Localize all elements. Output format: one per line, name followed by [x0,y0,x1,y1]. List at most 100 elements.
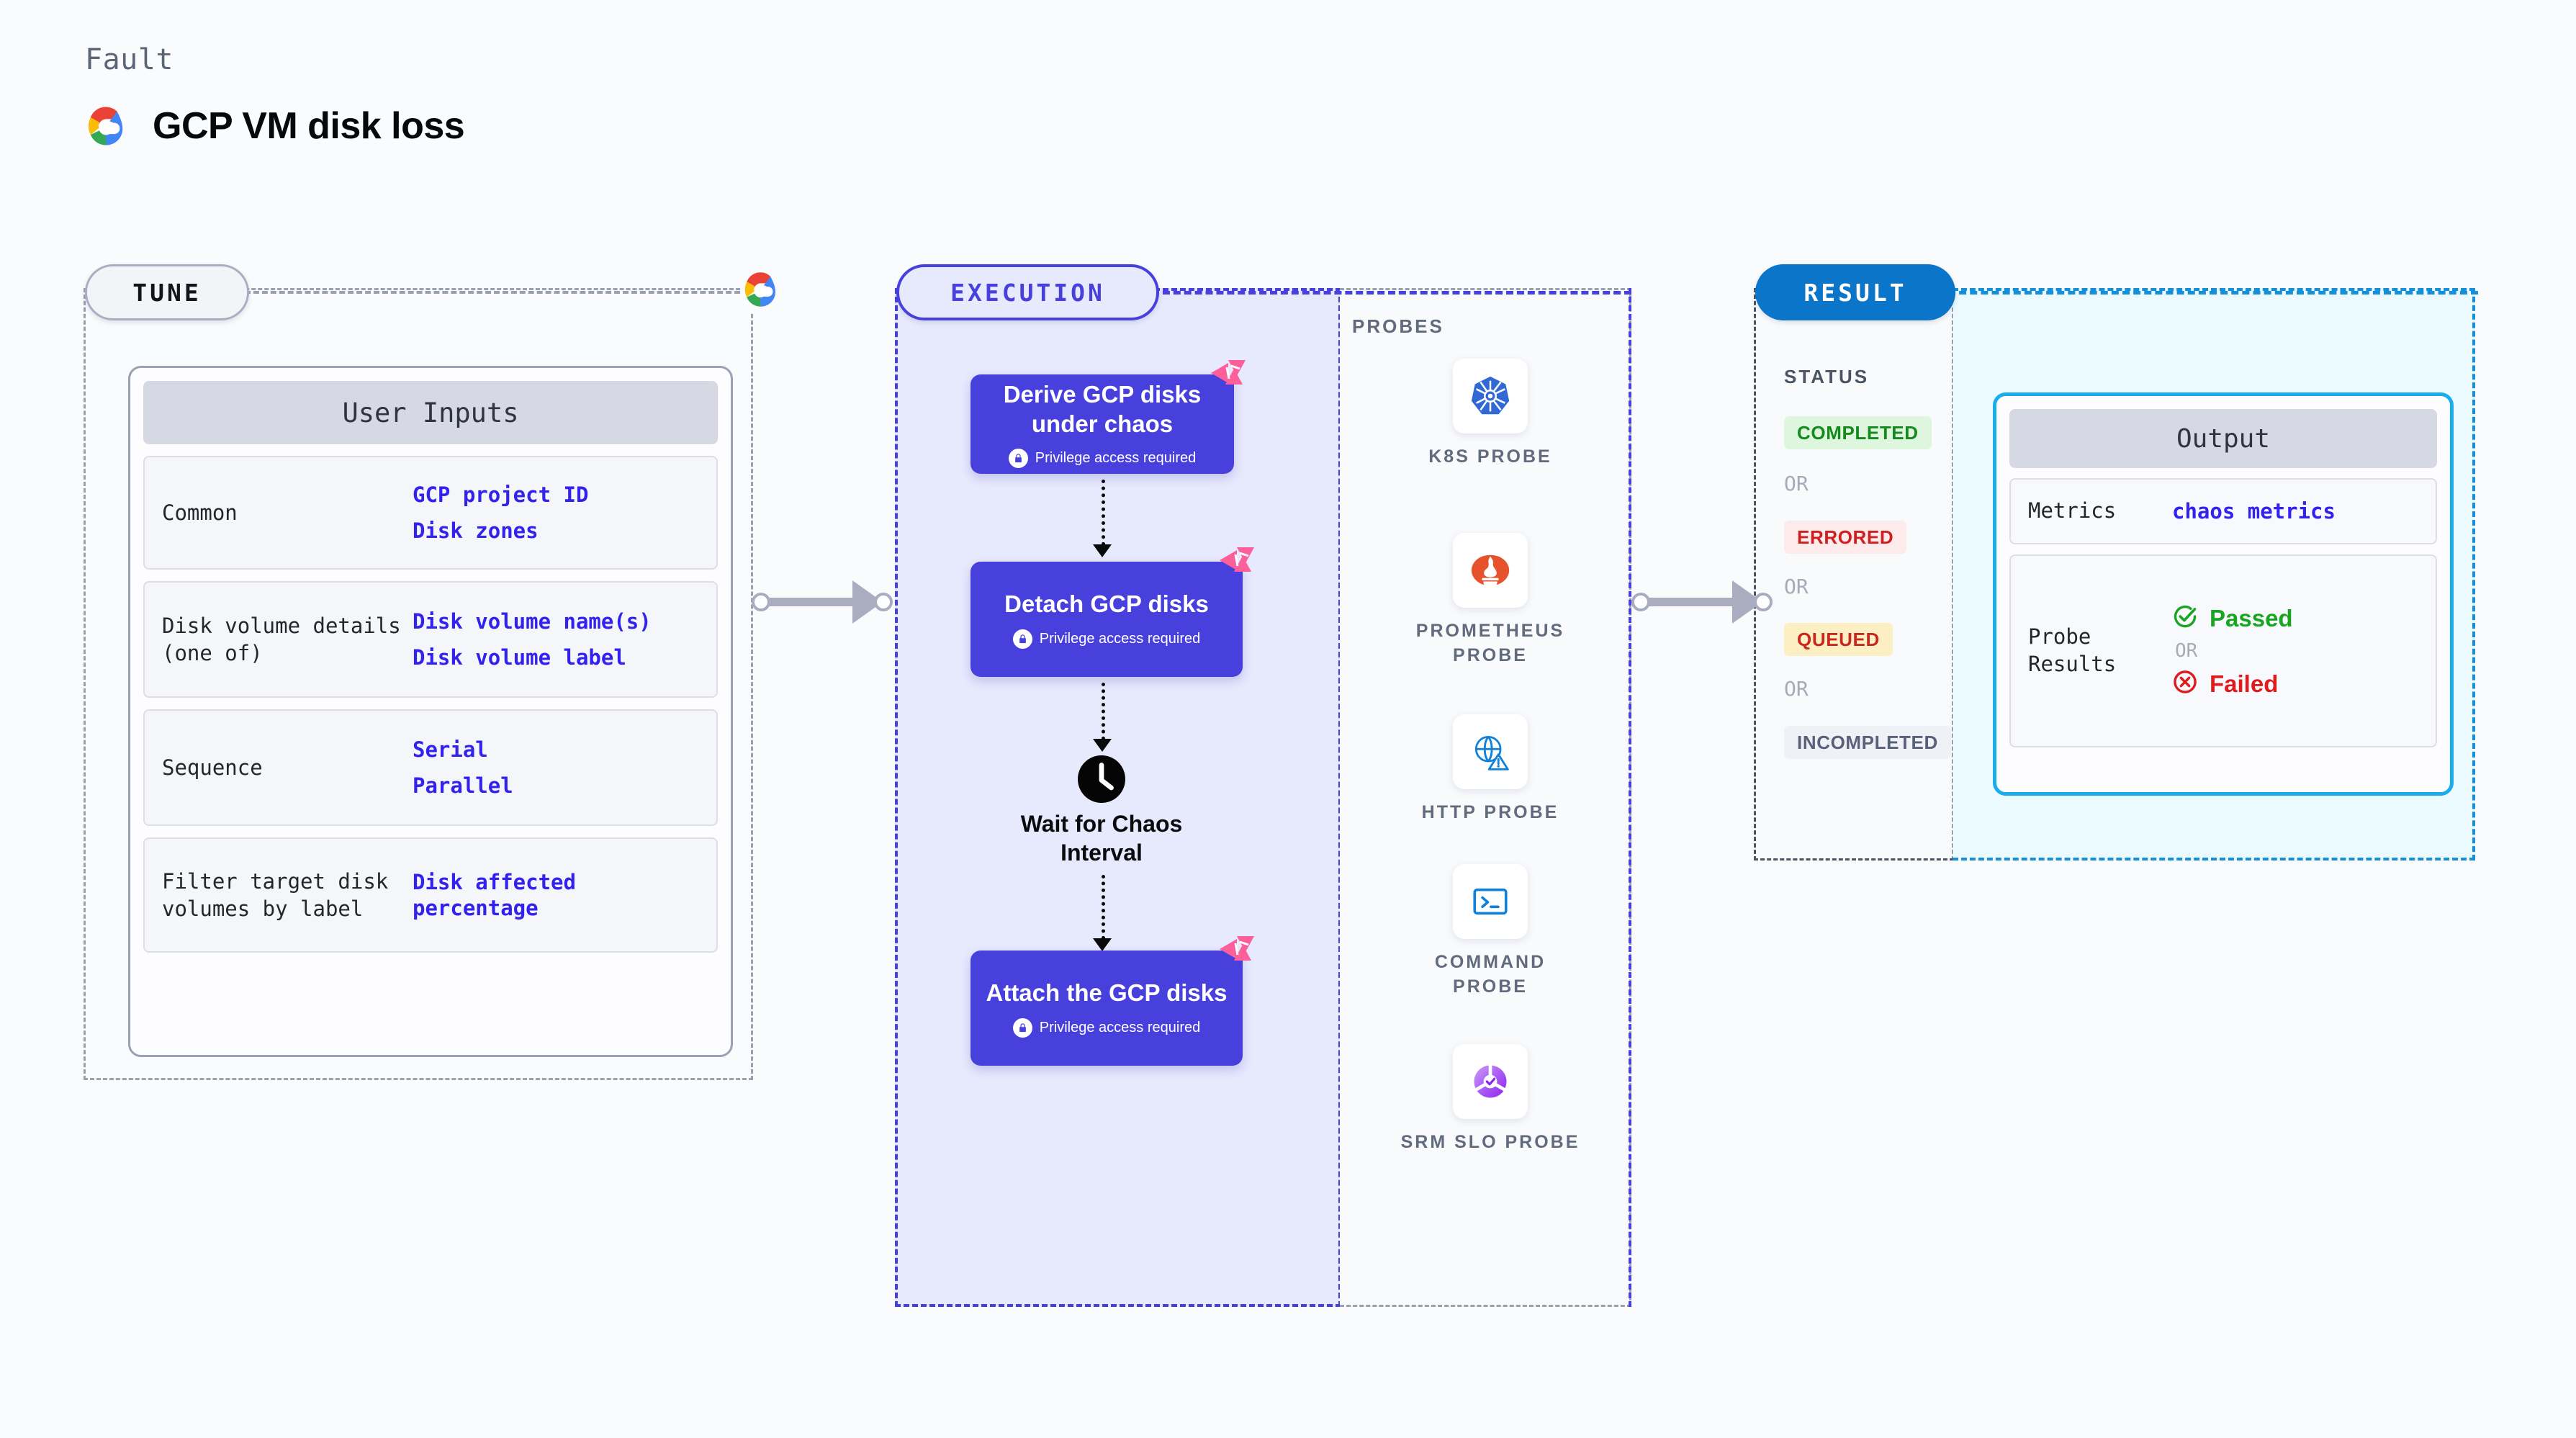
probe-result-failed: Failed [2172,669,2293,698]
probe-item-k8s[interactable]: K8S PROBE [1397,359,1584,469]
probe-name: K8S PROBE [1428,446,1552,467]
row-values: Disk volume name(s) Disk volume label [413,608,652,671]
lock-icon [1012,1017,1032,1038]
row-value[interactable]: Parallel [413,773,513,798]
execution-step-derive-gcp-disks[interactable]: Derive GCP disks under chaos Privilege a… [970,360,1246,474]
connector-line [1640,598,1755,606]
tune-leader-line [245,291,749,294]
http-globe-icon [1453,714,1528,789]
page-title: GCP VM disk loss [153,105,465,147]
probe-name: PROMETHEUS PROBE [1415,621,1565,665]
status-or-2: OR [1784,575,1809,598]
output-row-probe-results: Probe Results Passed OR [2009,554,2437,747]
row-label: Sequence [162,755,263,780]
output-row-metrics[interactable]: Metrics chaos metrics [2009,478,2437,544]
probe-name: HTTP PROBE [1421,802,1559,822]
row-value[interactable]: Disk affected percentage [413,869,576,920]
result-region [1754,288,1954,860]
execution-leader-line [1152,291,1631,295]
connector-dot-end [1754,593,1773,611]
row-value[interactable]: Serial [413,737,488,762]
execution-step-attach-gcp-disks[interactable]: Attach the GCP disks Privilege access re… [970,936,1254,1066]
execution-step-subtitle: Privilege access required [1012,1017,1201,1038]
output-title: Output [2009,409,2437,468]
flow-arrow-1 [1093,544,1112,557]
status-or-3: OR [1784,677,1809,701]
result-section-badge[interactable]: RESULT [1755,264,1955,320]
x-circle-icon [2172,669,2198,698]
row-label: Disk volume details (one of) [162,613,401,665]
connector-line [760,598,875,606]
execution-step-title: Attach the GCP disks [986,979,1228,1007]
metrics-value[interactable]: chaos metrics [2172,499,2336,523]
status-or-1: OR [1784,472,1809,495]
srm-slo-icon [1453,1044,1528,1119]
prometheus-icon [1453,533,1528,608]
probes-title: PROBES [1352,315,1444,337]
probe-results-values: Passed OR Failed [2172,603,2293,698]
probe-name: SRM SLO PROBE [1400,1132,1580,1152]
execution-section-badge[interactable]: EXECUTION [896,264,1159,320]
user-input-row-common[interactable]: Common GCP project ID Disk zones [143,456,718,570]
row-value[interactable]: Disk zones [413,518,539,543]
probe-passed-label: Passed [2210,604,2293,632]
flow-arrow-2 [1093,739,1112,752]
chaos-ribbon-icon [1210,357,1247,395]
gcp-cloud-icon [85,106,130,146]
flow-dash-3 [1102,875,1105,940]
chaos-ribbon-icon [1218,933,1256,971]
execution-step-subtitle: Privilege access required [1012,629,1200,649]
row-values: Disk affected percentage [413,869,699,922]
row-label: Filter target disk volumes by label [162,868,389,921]
execution-step-detach-gcp-disks[interactable]: Detach GCP disks Privilege access requir… [970,547,1254,677]
tune-section-badge[interactable]: TUNE [85,264,249,320]
row-value[interactable]: Disk volume label [413,645,626,670]
clock-icon [1076,753,1127,809]
page-header: GCP VM disk loss [85,104,465,148]
execution-step-subtitle: Privilege access required [1008,448,1197,468]
row-value[interactable]: Disk volume name(s) [413,608,652,634]
status-title: STATUS [1784,366,1870,387]
connector-dot-start [1631,593,1650,611]
probe-item-http[interactable]: HTTP PROBE [1397,714,1584,825]
execution-step-sub-text: Privilege access required [1039,1019,1201,1035]
row-values: GCP project ID Disk zones [413,482,588,544]
probe-results-label: Probe Results [2028,624,2117,676]
probe-name: COMMAND PROBE [1434,952,1546,997]
user-input-row-disk-volume-details[interactable]: Disk volume details (one of) Disk volume… [143,581,718,698]
status-badge-completed: COMPLETED [1784,416,1932,449]
chaos-ribbon-icon [1218,544,1256,583]
execution-step-title: Derive GCP disks under chaos [1003,381,1202,437]
lock-icon [1012,629,1032,649]
row-values: Serial Parallel [413,737,513,799]
status-badge-incompleted: INCOMPLETED [1784,726,1951,759]
metrics-label: Metrics [2028,498,2117,523]
result-leader-line [1948,291,2478,295]
gcp-cloud-icon-small [740,270,783,313]
probe-item-srm-slo[interactable]: SRM SLO PROBE [1397,1044,1584,1155]
execution-step-title: Detach GCP disks [1004,590,1209,618]
connector-dot-end [874,593,893,611]
row-value[interactable]: GCP project ID [413,482,589,507]
terminal-icon [1453,864,1528,939]
status-badge-queued: QUEUED [1784,623,1893,656]
flow-dash-2 [1102,683,1105,740]
probes-region-border [1629,288,1631,1307]
output-card: Output Metrics chaos metrics Probe Resul… [1993,392,2454,796]
kubernetes-icon [1453,359,1528,433]
probe-results-or: OR [2175,640,2198,662]
page-kicker: Fault [85,43,174,76]
probe-result-passed: Passed [2172,603,2293,633]
probe-item-prometheus[interactable]: PROMETHEUS PROBE [1397,533,1584,668]
user-inputs-title: User Inputs [143,381,718,444]
probe-item-command[interactable]: COMMAND PROBE [1397,864,1584,999]
probe-failed-label: Failed [2210,670,2279,697]
wait-for-chaos-interval-label: Wait for Chaos Interval [1020,811,1183,866]
user-input-row-sequence[interactable]: Sequence Serial Parallel [143,709,718,826]
probes-region [1340,288,1631,1307]
flow-dash-1 [1102,480,1105,546]
user-input-row-filter-target[interactable]: Filter target disk volumes by label Disk… [143,837,718,953]
connector-dot-start [752,593,770,611]
execution-step-sub-text: Privilege access required [1035,449,1197,466]
